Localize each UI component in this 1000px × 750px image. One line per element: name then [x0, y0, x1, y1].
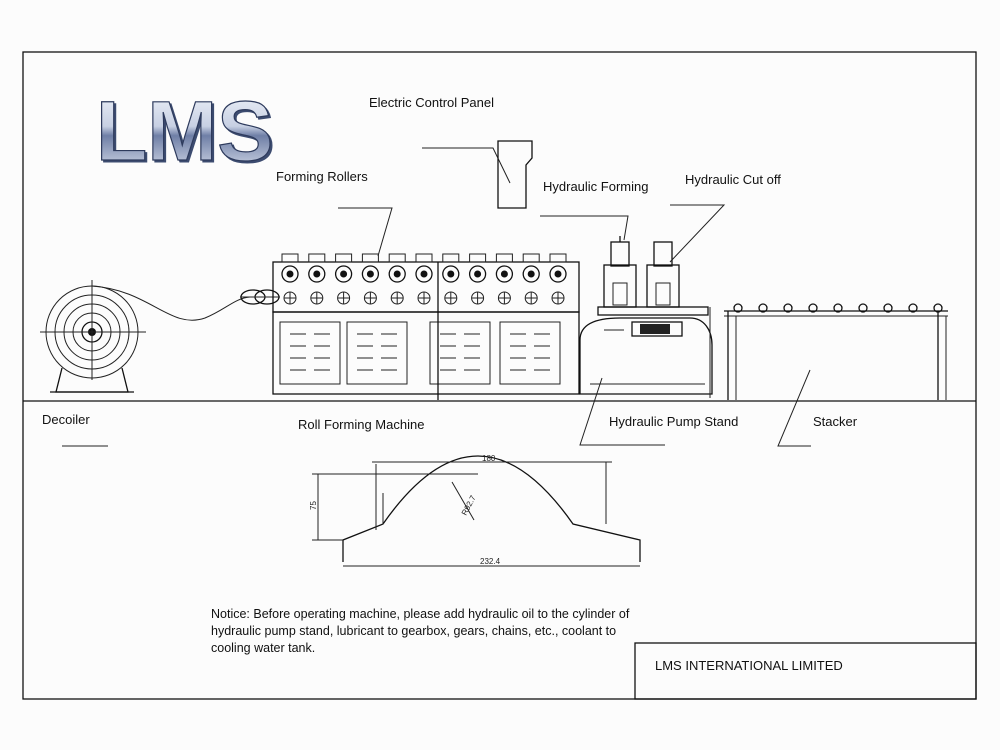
electric-control-panel	[497, 140, 533, 209]
machine-cabinets	[279, 321, 561, 385]
stacker	[724, 303, 948, 400]
lms-logo: LMS LMS	[95, 83, 275, 180]
forming-station	[308, 253, 326, 305]
forming-station	[415, 253, 433, 305]
forming-station	[334, 253, 353, 305]
forming-station	[281, 253, 299, 305]
svg-text:LMS: LMS	[98, 86, 275, 180]
notice-text: Notice: Before operating machine, please…	[211, 607, 630, 655]
stacker-roller	[883, 303, 893, 313]
stacker-roller	[783, 303, 793, 313]
forming-station	[361, 253, 380, 305]
forming-station	[522, 253, 540, 305]
stacker-roller	[733, 303, 743, 313]
roll-forming-machine	[272, 253, 580, 400]
label-hydraulic-forming: Hydraulic Forming	[543, 179, 648, 194]
title-block	[634, 642, 977, 700]
stacker-roller	[808, 303, 818, 313]
cabinet-panel	[429, 321, 491, 385]
hydraulic-forming-unit	[603, 236, 637, 308]
stacker-roller	[833, 303, 843, 313]
stacker-roller	[933, 303, 943, 313]
drawing-frame	[22, 51, 977, 700]
hydraulic-bed	[597, 306, 709, 316]
label-hydraulic-pump-stand: Hydraulic Pump Stand	[609, 414, 738, 429]
cabinet-panel	[499, 321, 561, 385]
dim-height: 75	[309, 501, 318, 510]
label-hydraulic-cut-off: Hydraulic Cut off	[685, 172, 781, 187]
forming-stations	[281, 253, 567, 305]
forming-station	[495, 253, 514, 305]
forming-station	[468, 253, 487, 305]
label-stacker: Stacker	[813, 414, 858, 429]
hydraulic-pump-stand	[579, 307, 713, 398]
decoiler	[40, 280, 251, 393]
cabinet-panel	[346, 321, 408, 385]
leader-lines	[62, 147, 811, 447]
hydraulic-cut-off-unit	[646, 241, 680, 308]
label-decoiler: Decoiler	[42, 412, 90, 427]
svg-text:LMS: LMS	[96, 84, 273, 178]
forming-station	[442, 253, 460, 305]
company-name: LMS INTERNATIONAL LIMITED	[655, 658, 843, 673]
dim-width-bottom: 232.4	[480, 557, 501, 566]
cabinet-panel	[279, 321, 341, 385]
dim-width-top: 180	[482, 454, 496, 463]
forming-station	[388, 253, 406, 305]
forming-station	[549, 253, 567, 305]
label-roll-forming-machine: Roll Forming Machine	[298, 417, 424, 432]
guide-rollers	[240, 289, 280, 305]
profile-section: 180 75 R92.7 232.4	[309, 454, 641, 567]
label-electric-control-panel: Electric Control Panel	[369, 95, 494, 110]
dim-radius: R92.7	[460, 493, 478, 517]
label-forming-rollers: Forming Rollers	[276, 169, 368, 184]
stacker-roller	[908, 303, 918, 313]
stacker-roller	[858, 303, 868, 313]
stacker-roller	[758, 303, 768, 313]
